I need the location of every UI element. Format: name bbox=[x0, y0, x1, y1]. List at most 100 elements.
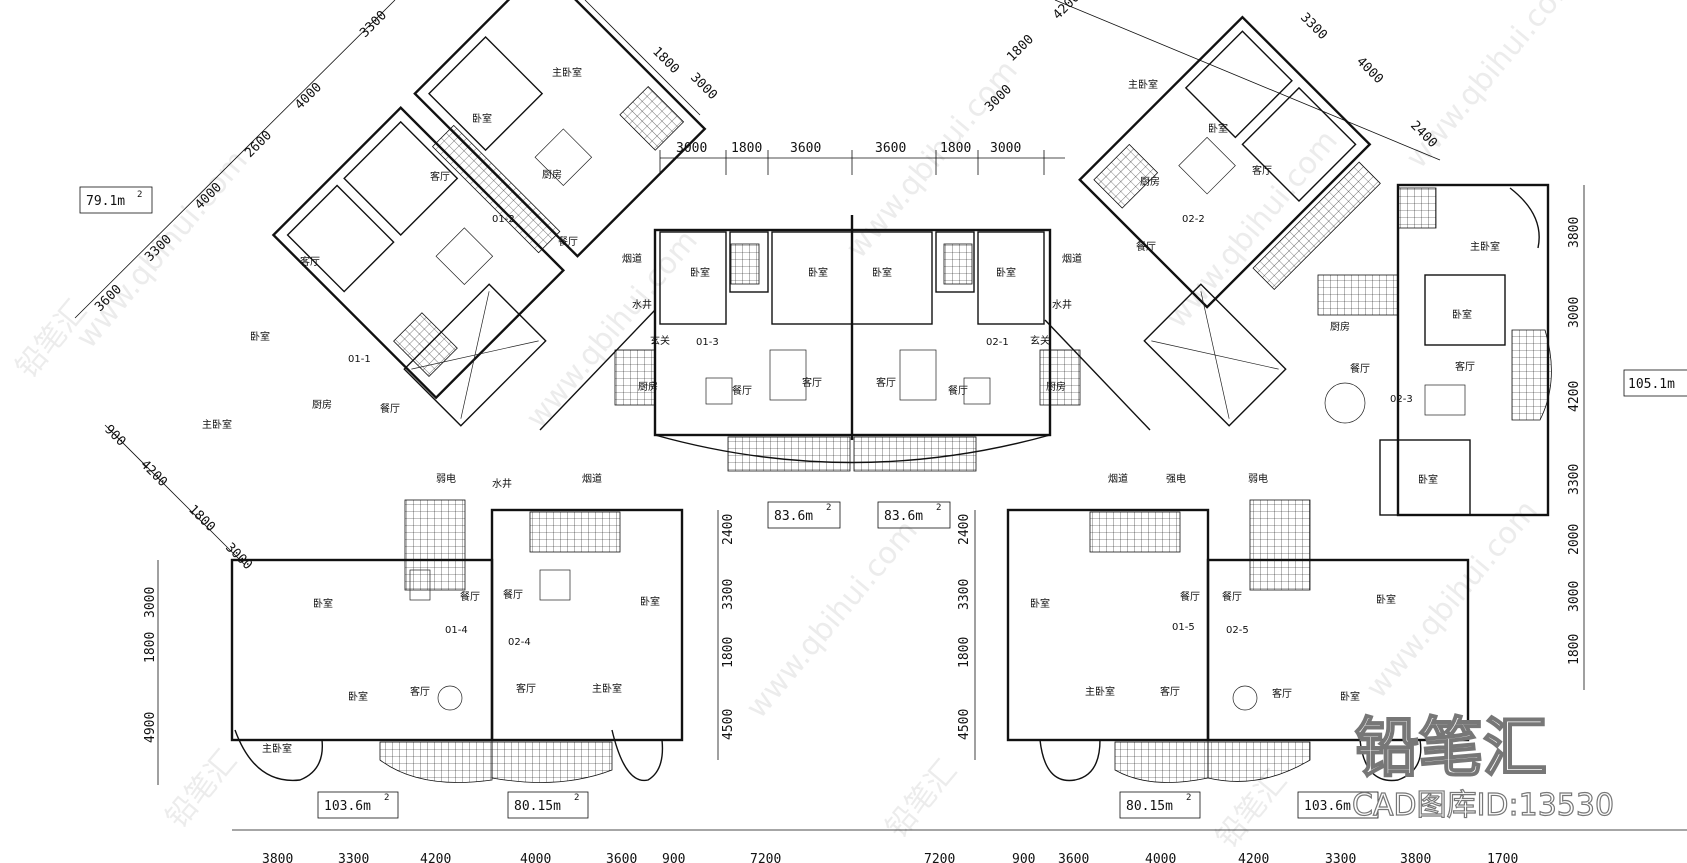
area-83-6-right: 83.6m bbox=[884, 509, 923, 524]
room-label: 强电 bbox=[1166, 472, 1186, 485]
area-103-6-left: 103.6m bbox=[324, 799, 371, 814]
dim-label: 1800 bbox=[1004, 32, 1037, 65]
room-label: 餐厅 bbox=[558, 235, 578, 248]
room-label: 客厅 bbox=[876, 376, 896, 389]
room-label: 餐厅 bbox=[1180, 590, 1200, 603]
dim-label: 3000 bbox=[676, 141, 707, 156]
dim-label: 4900 bbox=[143, 712, 158, 743]
area-sup: 2 bbox=[574, 793, 579, 803]
room-label: 主卧室 bbox=[1470, 240, 1500, 253]
watermark-text: www.qbihui.com bbox=[1399, 0, 1584, 175]
right-column-dimensions: 3800 3000 4200 3300 2000 3000 1800 bbox=[1567, 185, 1585, 690]
room-label: 客厅 bbox=[1455, 360, 1475, 373]
unit-tag: 02-1 bbox=[986, 337, 1009, 348]
room-label: 客厅 bbox=[1160, 685, 1180, 698]
room-label: 厨房 bbox=[638, 380, 658, 393]
dim-label: 3000 bbox=[990, 141, 1021, 156]
unit-tag: 01-4 bbox=[445, 625, 468, 636]
watermark-brand: 铅笔汇 bbox=[879, 754, 964, 845]
top-dimension-chain: 3000 1800 3600 3600 1800 3000 bbox=[659, 141, 1065, 175]
room-label: 卧室 bbox=[996, 266, 1016, 279]
area-sup: 2 bbox=[1186, 793, 1191, 803]
dim-label: 3000 bbox=[1567, 581, 1582, 612]
unit-tag: 02-4 bbox=[508, 637, 531, 648]
room-label: 厨房 bbox=[1046, 380, 1066, 393]
area-sup: 2 bbox=[137, 190, 142, 200]
room-label: 客厅 bbox=[516, 682, 536, 695]
room-label: 水井 bbox=[492, 477, 512, 490]
left-wing bbox=[271, 0, 707, 400]
dim-label: 3600 bbox=[790, 141, 821, 156]
dim-label: 2000 bbox=[1567, 524, 1582, 555]
dim-label: 900 bbox=[662, 852, 685, 863]
dim-label: 2400 bbox=[721, 514, 736, 545]
dim-label: 3800 bbox=[1400, 852, 1431, 863]
unit-tag: 01-2 bbox=[492, 214, 515, 225]
dim-label: 4000 bbox=[1145, 852, 1176, 863]
room-label: 餐厅 bbox=[503, 588, 523, 601]
dim-label: 3000 bbox=[143, 587, 158, 618]
room-label: 客厅 bbox=[1252, 164, 1272, 177]
room-label: 卧室 bbox=[640, 595, 660, 608]
room-label: 主卧室 bbox=[1085, 685, 1115, 698]
room-label: 卧室 bbox=[1340, 690, 1360, 703]
dim-label: 3000 bbox=[222, 540, 255, 573]
room-label: 餐厅 bbox=[1222, 590, 1242, 603]
room-label: 客厅 bbox=[410, 685, 430, 698]
dim-label: 4000 bbox=[520, 852, 551, 863]
dim-label: 3800 bbox=[1567, 217, 1582, 248]
area-80-15-left: 80.15m bbox=[514, 799, 561, 814]
room-label: 厨房 bbox=[1330, 320, 1350, 333]
left-diagonal-dimensions: 3300 4000 2600 4000 3300 3600 900 4200 1… bbox=[74, 0, 720, 573]
room-label: 卧室 bbox=[1452, 308, 1472, 321]
room-label: 卧室 bbox=[472, 112, 492, 125]
dim-label: 1800 bbox=[1567, 634, 1582, 665]
dim-label: 3600 bbox=[875, 141, 906, 156]
room-label: 卧室 bbox=[1418, 473, 1438, 486]
area-sup: 2 bbox=[384, 793, 389, 803]
room-label: 主卧室 bbox=[552, 66, 582, 79]
unit-tag: 01-3 bbox=[696, 337, 719, 348]
dim-label: 1800 bbox=[731, 141, 762, 156]
stair-cores bbox=[403, 283, 1287, 431]
area-sup: 2 bbox=[826, 503, 831, 513]
dim-label: 4200 bbox=[1238, 852, 1269, 863]
dim-label: 3300 bbox=[338, 852, 369, 863]
room-label: 卧室 bbox=[250, 330, 270, 343]
room-label: 主卧室 bbox=[202, 418, 232, 431]
unit-tag: 02-3 bbox=[1390, 394, 1413, 405]
unit-tag: 02-5 bbox=[1226, 625, 1249, 636]
room-label: 客厅 bbox=[1272, 687, 1292, 700]
unit-tag: 02-2 bbox=[1182, 214, 1205, 225]
room-label: 卧室 bbox=[1208, 122, 1228, 135]
room-label: 玄关 bbox=[1030, 334, 1050, 347]
area-103-6-right: 103.6m bbox=[1304, 799, 1351, 814]
dim-label: 3000 bbox=[687, 70, 720, 103]
room-label: 卧室 bbox=[348, 690, 368, 703]
room-label: 主卧室 bbox=[262, 742, 292, 755]
dim-label: 3300 bbox=[1325, 852, 1356, 863]
dim-label: 1800 bbox=[143, 632, 158, 663]
dim-label: 3300 bbox=[957, 579, 972, 610]
right-diagonal-dimensions: 4200 3300 4000 2400 1800 3000 bbox=[982, 0, 1441, 161]
watermark-brand: 铅笔汇 bbox=[159, 744, 244, 835]
bottom-vertical-dimensions: 3000 1800 4900 2400 3300 1800 4500 2400 … bbox=[143, 510, 976, 785]
room-label: 水井 bbox=[632, 298, 652, 311]
room-label: 餐厅 bbox=[460, 590, 480, 603]
logo-text: 铅笔汇 bbox=[1355, 712, 1547, 786]
dim-label: 3300 bbox=[721, 579, 736, 610]
room-label: 餐厅 bbox=[1136, 240, 1156, 253]
dim-label: 4000 bbox=[1353, 54, 1386, 87]
bottom-right-units: 卧室 餐厅 主卧室 客厅 餐厅 卧室 客厅 卧室 01-5 02-5 bbox=[1006, 499, 1470, 783]
room-label: 烟道 bbox=[1108, 472, 1128, 485]
area-80-15-right: 80.15m bbox=[1126, 799, 1173, 814]
room-label: 餐厅 bbox=[732, 384, 752, 397]
dim-label: 3600 bbox=[606, 852, 637, 863]
dim-label: 3600 bbox=[1058, 852, 1089, 863]
room-label: 卧室 bbox=[1030, 597, 1050, 610]
dim-label: 900 bbox=[101, 422, 128, 449]
unit-tag: 01-5 bbox=[1172, 622, 1195, 633]
dim-label: 7200 bbox=[750, 852, 781, 863]
dim-label: 1800 bbox=[721, 637, 736, 668]
room-label: 餐厅 bbox=[1350, 362, 1370, 375]
